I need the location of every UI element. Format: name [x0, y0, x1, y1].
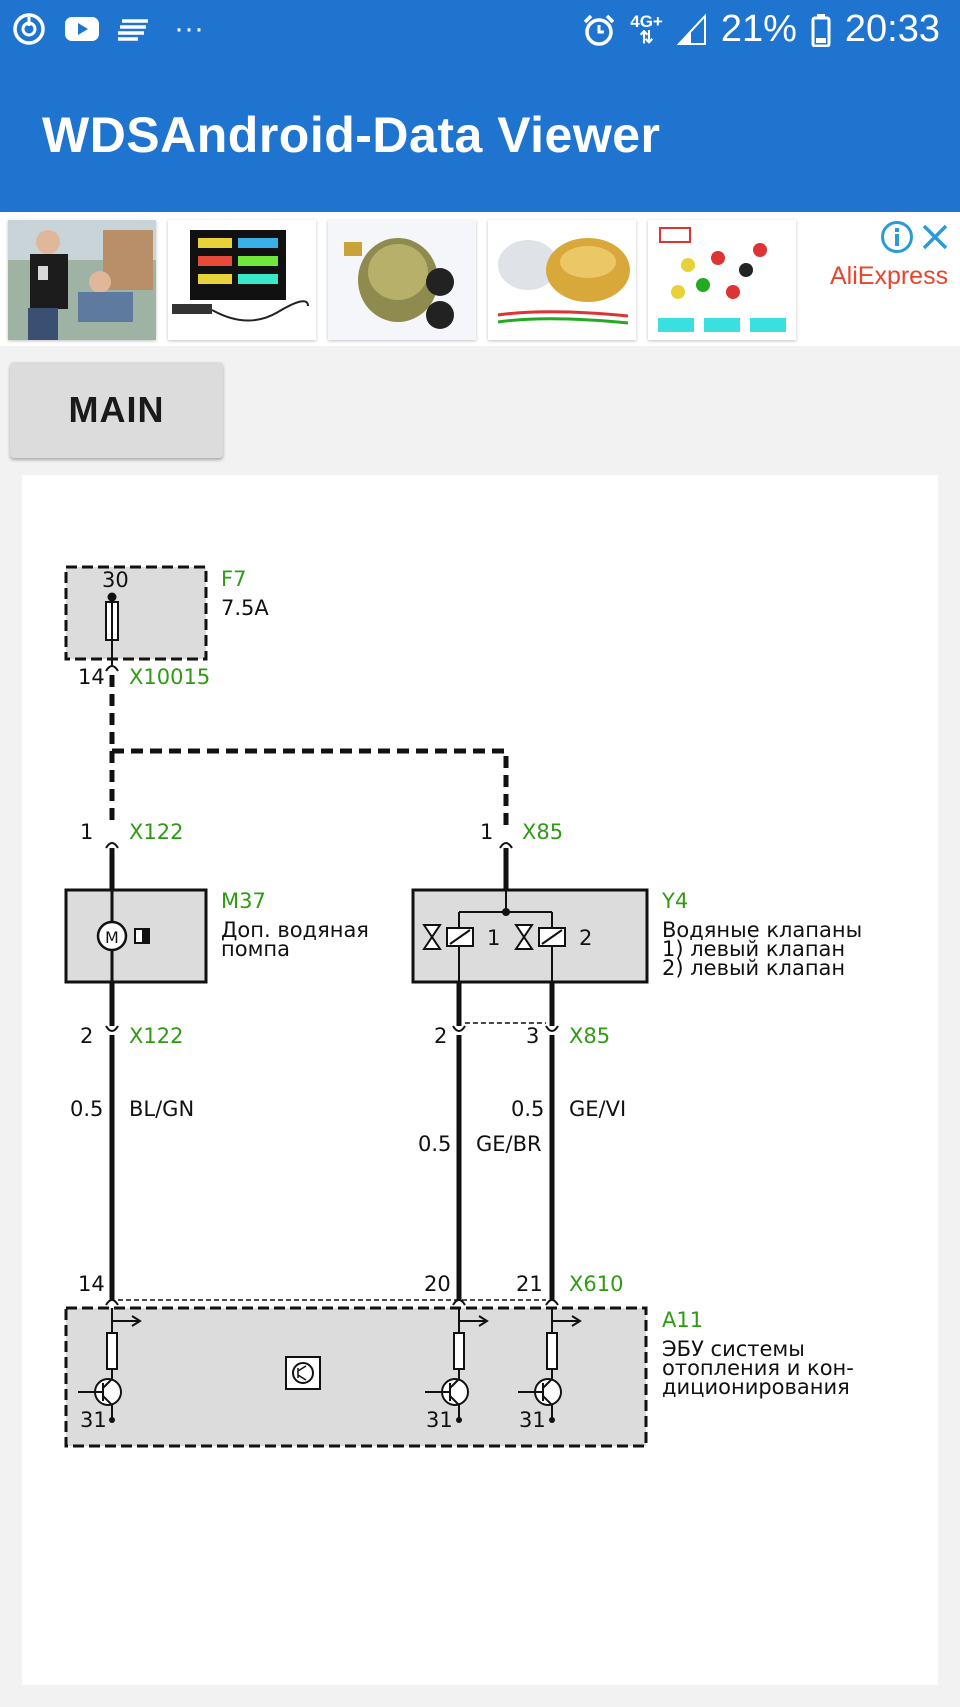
a11-pin-20: 20 [424, 1272, 451, 1296]
ad-image-people [8, 220, 156, 340]
wiring-diagram: 30 F7 7.5A 14 X10015 1 X122 M M37 Доп. в… [64, 565, 862, 1448]
motor-label: M [105, 928, 119, 947]
y4-internal-bus [458, 890, 553, 982]
app-title: WDSAndroid-Data Viewer [42, 107, 661, 163]
wire-bl-gn-color: BL/GN [129, 1097, 194, 1121]
wire-ge-vi-color: GE/VI [569, 1097, 626, 1121]
ad-image-meter [168, 220, 316, 340]
y4-pin-3: 3 [526, 1024, 539, 1048]
main-button[interactable]: MAIN [10, 362, 223, 458]
connector-x122-bottom-symbol [105, 1025, 119, 1032]
wire-ge-br-color: GE/BR [476, 1132, 542, 1156]
ad-product-power-meter[interactable] [168, 220, 316, 340]
f7-pin-30: 30 [102, 568, 129, 592]
connector-x10015: X10015 [129, 665, 210, 689]
a11-pin-21: 21 [516, 1272, 543, 1296]
valve-2-label: 2 [579, 926, 592, 950]
clock: 20:33 [844, 8, 940, 50]
alarm-icon [583, 14, 615, 46]
ecu-output-stage-3 [518, 1308, 582, 1423]
connector-x122-top-symbol [105, 842, 119, 849]
m37-label: M37 [221, 889, 266, 913]
sync-icon [13, 13, 45, 45]
ecu-output-stage-1 [78, 1308, 142, 1423]
a11-desc-3: диционирования [662, 1375, 850, 1399]
ad-info-icon[interactable] [880, 220, 914, 254]
connector-x610-symbol-1 [105, 1299, 119, 1306]
y4-desc-3: 2) левый клапан [662, 956, 845, 980]
wire-ge-br-size: 0.5 [418, 1132, 451, 1156]
ecu-a11-box [64, 1306, 648, 1448]
connector-x85-top: X85 [522, 820, 563, 844]
connector-x10015-symbol [105, 665, 119, 672]
y4-pin-2: 2 [434, 1024, 447, 1048]
motor-brush-fill [142, 929, 149, 943]
m37-desc-1: Доп. водяная [221, 918, 369, 942]
connector-x85-bottom-symbol-1 [452, 1025, 466, 1032]
ad-product-tshirts[interactable] [8, 220, 156, 340]
status-bar-left: ··· [12, 12, 204, 46]
connector-x610: X610 [569, 1272, 623, 1296]
wire-supply-dashed [109, 675, 509, 827]
y4-desc-2: 1) левый клапан [662, 937, 845, 961]
f7-pin-14: 14 [78, 665, 105, 689]
f7-label: F7 [221, 567, 246, 591]
connector-x85-bottom-symbol-2 [545, 1025, 559, 1032]
y4-label: Y4 [661, 889, 688, 913]
battery-percent: 21% [720, 8, 797, 50]
y4-pin-1: 1 [480, 820, 493, 844]
ad-image-sensor [328, 220, 476, 340]
m37-pin-1: 1 [80, 820, 93, 844]
connector-x85-bottom: X85 [569, 1024, 610, 1048]
ecu-control-unit-symbol [285, 1356, 321, 1390]
a11-label: A11 [662, 1308, 703, 1332]
signal-icon [676, 13, 706, 45]
valve-1-symbol [422, 924, 442, 950]
network-label: 4G+ [630, 11, 663, 31]
valve-1-coil-slash [449, 929, 471, 945]
y4-desc-1: Водяные клапаны [662, 918, 862, 942]
f7-rating: 7.5A [221, 596, 269, 620]
motor-symbol [96, 920, 128, 952]
ecu-output-stage-2 [425, 1308, 489, 1423]
more-icon: ··· [174, 12, 204, 45]
status-bar: ··· 4G+⇅ 21% 20:33 [0, 0, 960, 66]
network-indicator: 4G+⇅ [630, 11, 663, 47]
notes-icon [118, 19, 148, 41]
status-bar-right: 4G+⇅ 21% 20:33 [582, 8, 940, 51]
ad-brand-logo[interactable]: AliExpress [830, 262, 949, 290]
m37-pin-2: 2 [80, 1024, 93, 1048]
battery-icon [811, 13, 831, 47]
wire-bl-gn-size: 0.5 [70, 1097, 103, 1121]
app-bar: WDSAndroid-Data Viewer [0, 66, 960, 212]
ad-product-terminals[interactable] [488, 220, 636, 340]
a11-pin-14: 14 [78, 1272, 105, 1296]
a11-desc-1: ЭБУ системы [662, 1337, 805, 1361]
ad-product-sensor[interactable] [328, 220, 476, 340]
connector-x122-bottom: X122 [129, 1024, 183, 1048]
ad-product-ferrules[interactable] [648, 220, 796, 340]
connector-x610-symbol-3 [545, 1299, 559, 1306]
fuse-f7-box [64, 565, 208, 661]
wiring-diagram-panel: 30 F7 7.5A 14 X10015 1 X122 M M37 Доп. в… [22, 475, 938, 1685]
valve-1-label: 1 [487, 926, 500, 950]
wire-ge-vi-size: 0.5 [511, 1097, 544, 1121]
connector-x610-symbol-2 [452, 1299, 466, 1306]
connector-x85-top-symbol [499, 842, 513, 849]
m37-desc-2: помпа [221, 937, 290, 961]
ad-banner[interactable]: AliExpress [0, 212, 960, 346]
youtube-icon [65, 17, 99, 41]
valve-2-coil-slash [541, 929, 563, 945]
a11-desc-2: отопления и кон- [662, 1356, 854, 1380]
ad-image-ferrules [648, 220, 796, 340]
connector-x122-top: X122 [129, 820, 183, 844]
ad-close-icon[interactable] [920, 222, 950, 252]
ad-image-terminals [488, 220, 636, 340]
ground-31-1: 31 [80, 1408, 107, 1432]
ground-31-3: 31 [519, 1408, 546, 1432]
valve-2-symbol [514, 924, 534, 950]
ground-31-2: 31 [426, 1408, 453, 1432]
